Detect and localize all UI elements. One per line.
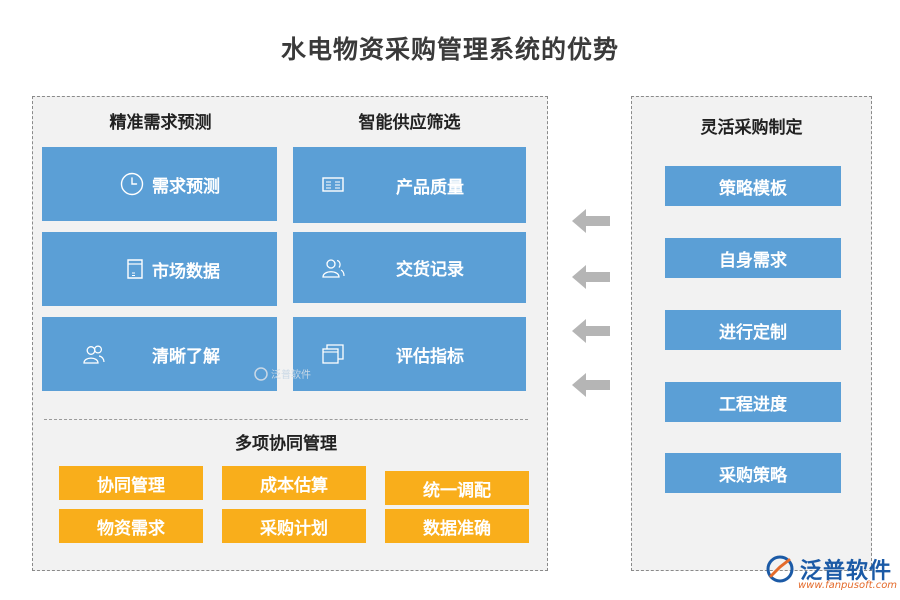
heading-collaborative-management: 多项协同管理 bbox=[235, 434, 337, 454]
brand-url: www.fanpusoft.com bbox=[798, 580, 898, 591]
clock-icon bbox=[120, 172, 144, 196]
person-icon bbox=[322, 258, 345, 278]
document-icon bbox=[127, 259, 143, 279]
box-clear-understanding: 清晰了解 bbox=[42, 317, 277, 391]
brand-logo: 泛普软件 bbox=[765, 553, 892, 585]
box-evaluation-index: 评估指标 bbox=[293, 317, 526, 391]
brand-logo-icon bbox=[766, 555, 794, 583]
windows-icon bbox=[322, 344, 344, 364]
heading-flexible-procurement: 灵活采购制定 bbox=[700, 118, 803, 138]
box-label: 需求预测 bbox=[152, 176, 220, 197]
watermark-logo-icon bbox=[254, 366, 268, 381]
watermark: 泛普软件 bbox=[254, 366, 311, 381]
box-label: 清晰了解 bbox=[152, 346, 220, 367]
box-product-quality: 产品质量 bbox=[293, 147, 526, 223]
box-market-data: 市场数据 bbox=[42, 232, 277, 306]
box-own-demand: 自身需求 bbox=[665, 238, 841, 278]
heading-supply-screening: 智能供应筛选 bbox=[358, 113, 461, 133]
arrow-left-icon bbox=[572, 209, 610, 233]
box-project-progress: 工程进度 bbox=[665, 382, 841, 422]
tag-collaborative-management: 协同管理 bbox=[59, 466, 203, 500]
box-label: 评估指标 bbox=[396, 346, 464, 367]
tag-material-demand: 物资需求 bbox=[59, 509, 203, 543]
tag-purchase-plan: 采购计划 bbox=[222, 509, 366, 543]
arrow-left-icon bbox=[572, 265, 610, 289]
box-label: 产品质量 bbox=[396, 177, 464, 198]
box-label: 交货记录 bbox=[396, 260, 464, 280]
tag-cost-estimation: 成本估算 bbox=[222, 466, 366, 500]
arrow-left-icon bbox=[572, 319, 610, 343]
box-strategy-template: 策略模板 bbox=[665, 166, 841, 206]
box-delivery-record: 交货记录 bbox=[293, 232, 526, 303]
arrow-left-icon bbox=[572, 373, 610, 397]
box-label: 市场数据 bbox=[152, 261, 220, 282]
people-icon bbox=[83, 345, 105, 364]
presentation-board-icon bbox=[322, 177, 344, 192]
box-procurement-strategy: 采购策略 bbox=[665, 453, 841, 493]
page-title: 水电物资采购管理系统的优势 bbox=[280, 35, 619, 64]
section-divider bbox=[44, 419, 528, 420]
tag-data-accuracy: 数据准确 bbox=[385, 509, 529, 543]
heading-demand-forecast: 精准需求预测 bbox=[109, 113, 212, 133]
tag-unified-dispatch: 统一调配 bbox=[385, 471, 529, 505]
box-customization: 进行定制 bbox=[665, 310, 841, 350]
box-demand-forecast: 需求预测 bbox=[42, 147, 277, 221]
brand-name: 泛普软件 bbox=[800, 559, 893, 584]
